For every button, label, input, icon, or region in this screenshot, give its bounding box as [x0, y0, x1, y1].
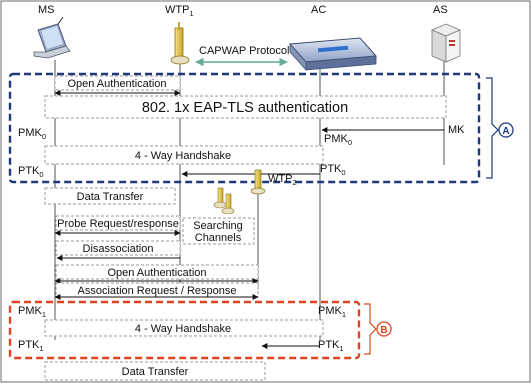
- searching-label-1: Searching: [193, 220, 243, 232]
- group-a-badge: A: [502, 126, 509, 137]
- mk-label: MK: [448, 124, 465, 136]
- handshake-b-box: [44, 319, 324, 337]
- assoc-label: Association Request / Response: [78, 285, 237, 297]
- ac-label: AC: [311, 4, 326, 16]
- pmk1-right-label: PMK1: [318, 305, 346, 319]
- disassociation-box: [55, 240, 181, 256]
- ptk1-right-label: PTK1: [318, 339, 344, 353]
- searching-box: [182, 217, 255, 245]
- probe-label: Probe Request/response: [57, 218, 179, 230]
- group-b-brace: [364, 303, 377, 355]
- open-auth-2-label: Open Authentication: [107, 267, 206, 279]
- ms-label: MS: [38, 4, 55, 16]
- handshake-a-box: [44, 145, 324, 165]
- pmk0-right-label: PMK0: [324, 133, 352, 147]
- group-a-brace: [486, 77, 499, 179]
- controller-switch-icon: [288, 37, 378, 72]
- access-point-icon-wtp1: [170, 22, 190, 65]
- data-transfer-label-2: Data Transfer: [122, 366, 189, 378]
- server-icon: [430, 23, 462, 63]
- access-point-icon-wtp2: [250, 169, 266, 195]
- data-transfer-box-2: [44, 361, 266, 381]
- disassociation-label: Disassociation: [83, 243, 154, 255]
- pmk1-left-label: PMK1: [18, 305, 46, 319]
- pmk0-left-label: PMK0: [18, 127, 46, 141]
- open-auth-label: Open Authentication: [67, 78, 166, 90]
- wtp1-label: WTP1: [165, 4, 194, 18]
- capwap-label: CAPWAP Protocol: [199, 45, 289, 57]
- ptk0-right-label: PTK0: [320, 163, 346, 177]
- access-point-icon-wtp2-pair: [213, 187, 235, 215]
- as-label: AS: [433, 4, 448, 16]
- ptk1-left-label: PTK1: [18, 339, 44, 353]
- data-transfer-label-1: Data Transfer: [77, 191, 144, 203]
- data-transfer-box-1: [44, 187, 176, 205]
- group-a-badge-circle: [498, 122, 514, 138]
- group-b-badge-circle: [376, 321, 392, 337]
- laptop-icon: [33, 16, 71, 59]
- eap-tls-box: [44, 95, 447, 119]
- group-b-frame: [8, 300, 361, 360]
- handshake-a-label: 4 - Way Handshake: [135, 150, 231, 162]
- group-a-frame: [8, 72, 481, 184]
- searching-label-2: Channels: [195, 232, 242, 244]
- eap-tls-label: 802. 1x EAP-TLS authentication: [142, 100, 348, 116]
- ptk0-left-label: PTK0: [18, 165, 44, 179]
- wtp2-label: WTP2: [268, 173, 297, 187]
- handshake-b-label: 4 - Way Handshake: [135, 323, 231, 335]
- group-b-badge: B: [380, 325, 387, 336]
